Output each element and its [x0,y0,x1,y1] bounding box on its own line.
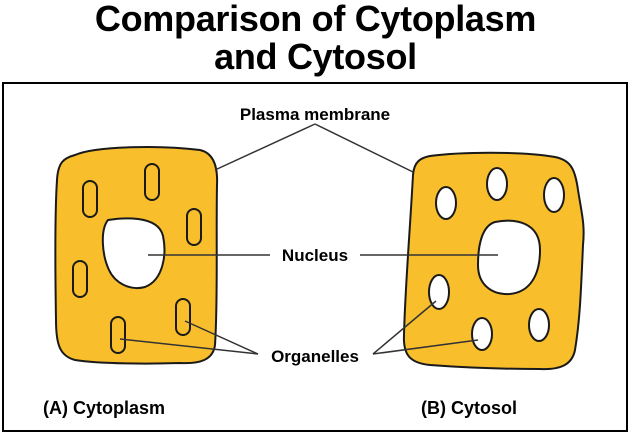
cell-a-organelles [72,163,202,354]
title-line-1: Comparison of Cytoplasm [94,0,537,39]
organelles-leader-a2 [119,338,259,355]
plasma-membrane-leader-a [214,123,316,171]
cell-b-organelles [428,167,565,351]
caption-a: (A) Cytoplasm [43,398,165,418]
organelles-leader-b2 [372,339,479,355]
organelle [528,308,550,342]
cell-b-cytosol [402,151,585,371]
organelles-leader-a1 [184,320,259,355]
plasma-membrane-label: Plasma membrane [240,105,390,124]
caption-b: (B) Cytosol [421,398,517,418]
organelle [72,260,88,298]
organelle [110,316,126,354]
organelle [486,167,508,201]
organelle [428,274,450,310]
nucleus-label: Nucleus [282,246,348,265]
cell-a-nucleus [101,217,166,289]
diagram-title: Comparison of Cytoplasm and Cytosol [0,0,631,76]
organelle [82,180,98,218]
organelle [144,163,160,201]
diagram-frame [2,82,628,432]
cell-a-cytoplasm [54,146,219,365]
organelle [175,298,191,336]
plasma-membrane-leader-b [314,123,414,173]
title-line-2: and Cytosol [214,36,417,77]
organelles-leader-b1 [372,300,437,355]
organelle [471,317,493,351]
organelle [186,208,202,246]
leader-lines [119,123,498,355]
organelles-label: Organelles [271,347,359,366]
cell-b-nucleus [476,219,542,296]
organelle [543,177,565,213]
organelle [435,186,457,220]
